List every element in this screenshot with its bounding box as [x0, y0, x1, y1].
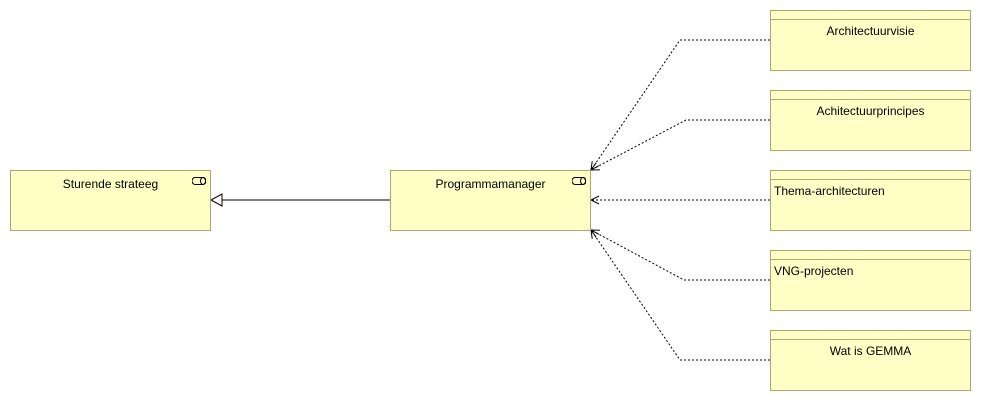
artifact-thema-architecturen[interactable]: Thema-architecturen	[770, 170, 971, 231]
artifact-header-band	[771, 19, 970, 20]
artifact-header-band	[771, 339, 970, 340]
artifact-architectuurvisie[interactable]: Architectuurvisie	[770, 10, 971, 71]
influence-connector-wat-is-gemma[interactable]	[591, 230, 770, 361]
artifact-label: Thema-architecturen	[774, 184, 885, 198]
artifact-label: Achitectuurprincipes	[816, 104, 925, 118]
business-role-icon	[192, 177, 206, 185]
influence-connector-vng-projecten[interactable]	[591, 230, 770, 281]
artifact-label: VNG-projecten	[774, 264, 854, 278]
role-sturende-strateeg[interactable]: Sturende strateeg	[10, 170, 211, 231]
artifact-header-band	[771, 259, 970, 260]
influence-connector-achitectuurprincipes[interactable]	[591, 119, 770, 170]
artifact-label: Wat is GEMMA	[829, 344, 912, 358]
role-programmamanager[interactable]: Programmamanager	[390, 170, 591, 231]
artifact-wat-is-gemma[interactable]: Wat is GEMMA	[770, 330, 971, 391]
role-label: Programmamanager	[435, 177, 546, 191]
role-label: Sturende strateeg	[62, 177, 159, 191]
artifact-vng-projecten[interactable]: VNG-projecten	[770, 250, 971, 311]
influence-connector-architectuurvisie[interactable]	[591, 39, 770, 170]
artifact-header-band	[771, 99, 970, 100]
business-role-icon	[572, 177, 586, 185]
artifact-label: Architectuurvisie	[826, 24, 915, 38]
artifact-header-band	[771, 179, 970, 180]
artifact-achitectuurprincipes[interactable]: Achitectuurprincipes	[770, 90, 971, 151]
